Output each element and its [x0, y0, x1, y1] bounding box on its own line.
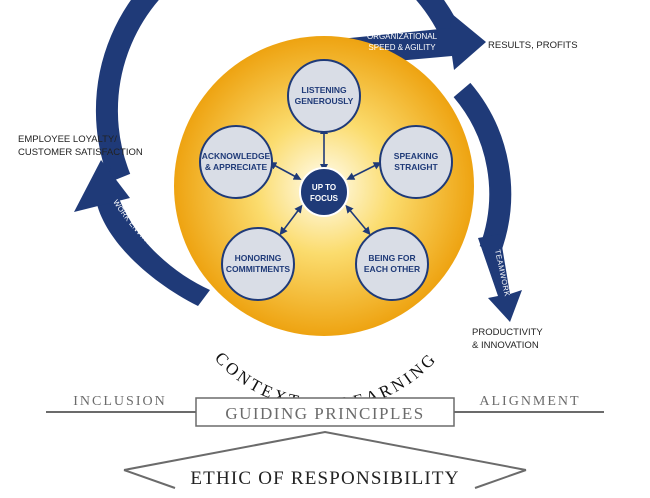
- alignment-label: ALIGNMENT: [479, 394, 580, 409]
- honoring-label-1: HONORING: [235, 253, 282, 263]
- acknowledge-label-1: ACKNOWLEDGE: [202, 151, 271, 161]
- outer-ring: [95, 0, 512, 254]
- bubble-acknowledge: ACKNOWLEDGE & APPRECIATE: [199, 125, 273, 199]
- employee-loyalty-label-2: CUSTOMER SATISFACTION: [18, 147, 143, 158]
- satisfying-arrow: [74, 160, 210, 306]
- ethic-banner: ETHIC OF RESPONSIBILITY: [123, 430, 527, 489]
- ethic-label: ETHIC OF RESPONSIBILITY: [190, 468, 459, 489]
- bubble-honoring: HONORING COMMITMENTS: [221, 227, 295, 301]
- teamwork-arrow: [478, 234, 522, 322]
- being-label-2: EACH OTHER: [364, 264, 420, 274]
- connector-arrows: [268, 126, 382, 236]
- organizational-label-1: ORGANIZATIONAL: [367, 32, 438, 41]
- guiding-principles-label: GUIDING PRINCIPLES: [225, 404, 424, 423]
- center-label-2: FOCUS: [310, 194, 339, 203]
- acknowledge-label-2: & APPRECIATE: [205, 162, 268, 172]
- productivity-label-2: & INNOVATION: [472, 340, 539, 351]
- speaking-label-1: SPEAKING: [394, 151, 439, 161]
- bubble-listening: LISTENING GENEROUSLY: [287, 59, 361, 133]
- employee-loyalty-label-1: EMPLOYEE LOYALTY/: [18, 134, 117, 145]
- center-focus: UP TO FOCUS: [299, 167, 349, 217]
- listening-label-2: GENEROUSLY: [295, 96, 354, 106]
- speaking-label-2: STRAIGHT: [394, 162, 438, 172]
- inclusion-label: INCLUSION: [73, 394, 166, 409]
- guiding-principles-bar: GUIDING PRINCIPLES INCLUSION ALIGNMENT: [46, 394, 604, 427]
- honoring-label-2: COMMITMENTS: [226, 264, 291, 274]
- bubble-speaking: SPEAKING STRAIGHT: [379, 125, 453, 199]
- organizational-label-2: SPEED & AGILITY: [368, 43, 436, 52]
- listening-label-1: LISTENING: [301, 85, 347, 95]
- bubble-being: BEING FOR EACH OTHER: [355, 227, 429, 301]
- results-profits-label: RESULTS, PROFITS: [488, 40, 578, 51]
- being-label-1: BEING FOR: [368, 253, 415, 263]
- center-label-1: UP TO: [312, 183, 336, 192]
- productivity-label-1: PRODUCTIVITY: [472, 327, 543, 338]
